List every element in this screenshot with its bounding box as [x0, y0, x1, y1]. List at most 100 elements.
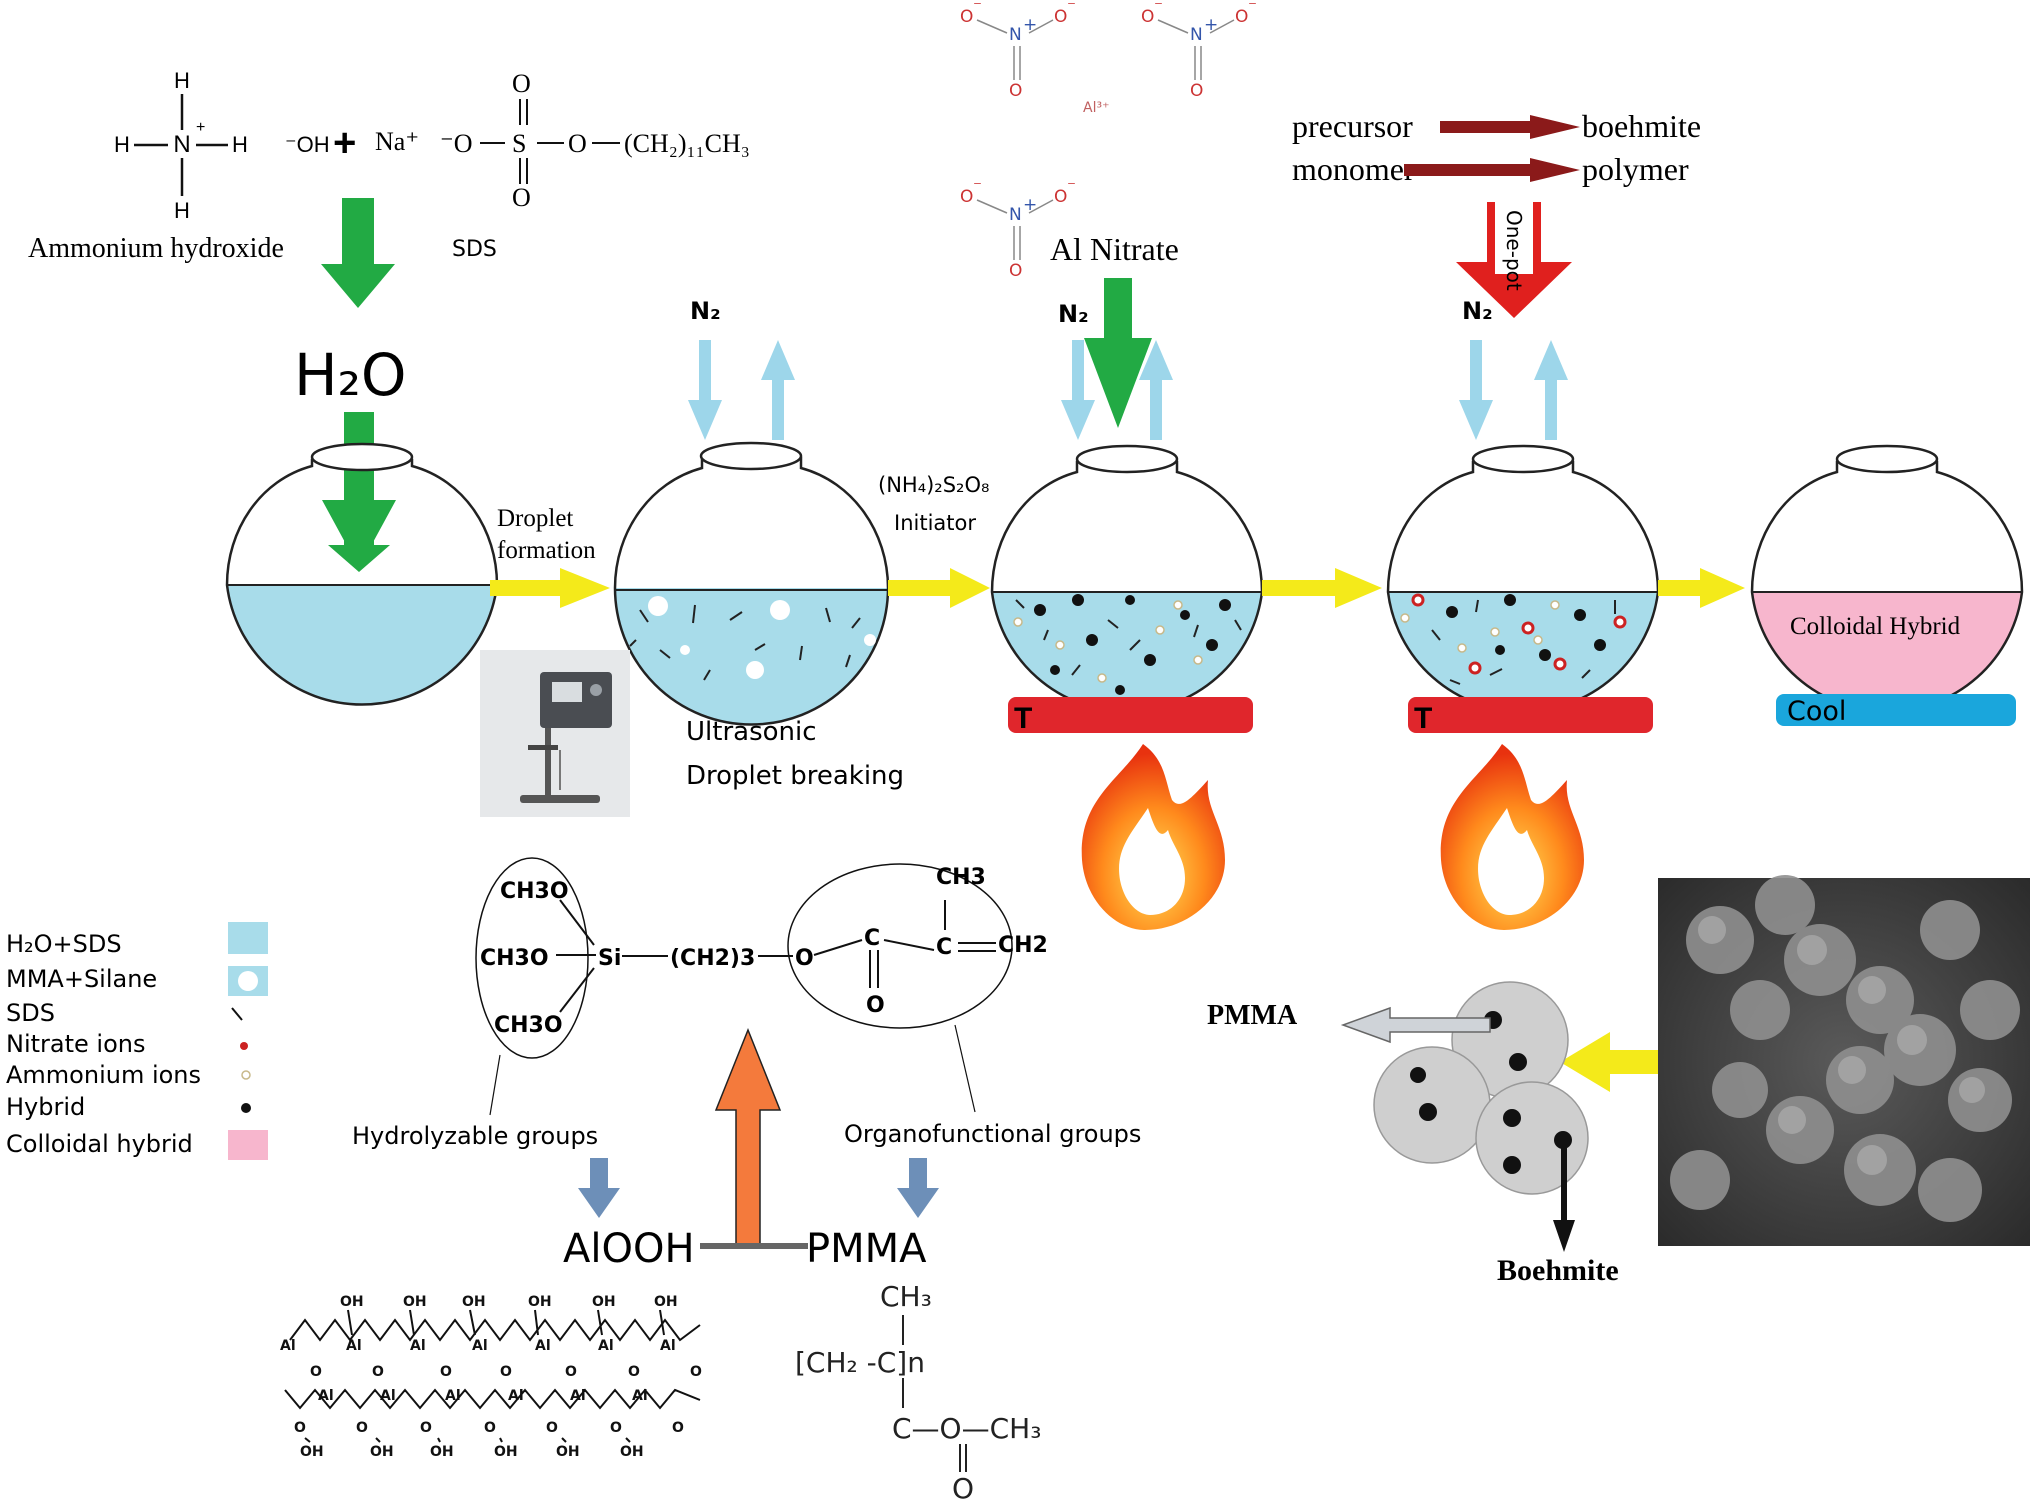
heater-1: T — [1008, 697, 1253, 735]
svg-text:OH: OH — [620, 1444, 644, 1460]
svg-text:S: S — [512, 129, 526, 158]
green-down-arrow-1 — [321, 198, 395, 308]
slate-arrow-left — [578, 1158, 620, 1218]
orange-up-arrow — [714, 1027, 782, 1246]
green-down-arrow-2 — [322, 412, 396, 568]
svg-text:Al: Al — [598, 1338, 614, 1354]
svg-text:OH: OH — [403, 1294, 427, 1310]
cooling-plate: Cool — [1776, 694, 2016, 727]
silane-structure: CH3O CH3O CH3O Si (CH2)3 O C O C CH3 CH2 — [475, 857, 1048, 1059]
legend-item-nitrate: Nitrate ions — [6, 1030, 145, 1058]
legend: H₂O+SDS MMA+Silane SDS Nitrate ions Ammo… — [6, 922, 268, 1160]
pmma-pointer-arrow — [1340, 1006, 1491, 1044]
svg-text:H: H — [174, 198, 190, 223]
yellow-arrow-left — [1560, 1032, 1658, 1092]
plus-sign: + — [333, 121, 356, 165]
yellow-arrows — [490, 568, 1745, 608]
svg-text:O: O — [628, 1364, 640, 1380]
legend-item-hybrid: Hybrid — [6, 1093, 85, 1121]
svg-text:Al: Al — [318, 1388, 334, 1404]
sds-label: SDS — [452, 237, 497, 262]
polymer-label: polymer — [1582, 151, 1689, 187]
precursor-arrow — [1440, 115, 1580, 139]
pmma-structure: CH₃ [CH₂ -C]n C—O—CH₃ O — [795, 1280, 1041, 1503]
svg-text:Si: Si — [598, 946, 621, 971]
svg-text:O: O — [1054, 7, 1067, 27]
svg-text:(CH₂)₁₁CH₃: (CH₂)₁₁CH₃ — [624, 129, 750, 158]
svg-text:OH: OH — [340, 1294, 364, 1310]
svg-text:O: O — [294, 1420, 306, 1436]
pmma-result-label: PMMA — [1207, 1000, 1298, 1031]
svg-text:⁻: ⁻ — [973, 177, 982, 197]
n2-flow-1: N₂ — [688, 297, 795, 440]
svg-text:O: O — [672, 1420, 684, 1436]
svg-text:O: O — [1141, 7, 1154, 27]
alooh-pmma-link — [700, 1243, 808, 1249]
organofunctional-label: Organofunctional groups — [844, 1120, 1141, 1148]
organofunctional-pointer — [954, 1024, 976, 1113]
svg-text:O: O — [866, 993, 885, 1018]
svg-text:⁻: ⁻ — [1154, 0, 1163, 17]
cool-label: Cool — [1787, 696, 1846, 727]
svg-text:O: O — [1235, 7, 1248, 27]
ultrasonic-label: Ultrasonic Droplet breaking — [686, 717, 904, 791]
svg-text:OH: OH — [654, 1294, 678, 1310]
boehmite-pointer-arrow — [1553, 1140, 1575, 1252]
precursor-label: precursor — [1292, 108, 1413, 144]
svg-text:N: N — [1190, 25, 1203, 45]
ammonium-structure: H H H H N + — [114, 68, 248, 223]
svg-text:Al: Al — [346, 1338, 362, 1354]
svg-text:O: O — [440, 1364, 452, 1380]
svg-text:OH: OH — [430, 1444, 454, 1460]
svg-text:CH3O: CH3O — [494, 1013, 563, 1038]
slate-arrow-right — [897, 1158, 939, 1218]
flask-1-reentry-arrow — [328, 500, 390, 572]
svg-text:OH: OH — [556, 1444, 580, 1460]
svg-text:O: O — [546, 1420, 558, 1436]
svg-text:OH: OH — [592, 1294, 616, 1310]
svg-text:O: O — [568, 129, 587, 158]
svg-text:OH: OH — [300, 1444, 324, 1460]
svg-text:O: O — [500, 1364, 512, 1380]
svg-text:(NH₄)₂S₂O₈: (NH₄)₂S₂O₈ — [878, 473, 989, 497]
svg-text:O: O — [512, 183, 531, 212]
boehmite-lattice: OH OH OH OH OH OH Al Al Al Al Al Al Al O… — [280, 1294, 702, 1460]
initiator-label: (NH₄)₂S₂O₈ Initiator — [878, 473, 989, 535]
flask-4 — [1386, 444, 1660, 713]
svg-text:(CH2)3: (CH2)3 — [670, 946, 755, 971]
legend-item-h2o-sds: H₂O+SDS — [6, 930, 122, 958]
svg-text:C: C — [936, 935, 952, 960]
svg-text:⁻O: ⁻O — [440, 129, 473, 158]
svg-text:O: O — [960, 7, 973, 27]
svg-text:Al: Al — [410, 1338, 426, 1354]
svg-text:O: O — [356, 1420, 368, 1436]
boehmite-result-label: Boehmite — [1497, 1254, 1619, 1287]
svg-text:Al: Al — [660, 1338, 676, 1354]
svg-text:Al: Al — [535, 1338, 551, 1354]
svg-text:N: N — [1009, 25, 1022, 45]
svg-text:Droplet breaking: Droplet breaking — [686, 761, 904, 791]
flame-icon-2 — [1440, 744, 1584, 930]
svg-text:O: O — [795, 946, 814, 971]
sem-image — [1658, 875, 2030, 1246]
hydrolyzable-pointer — [489, 1054, 501, 1116]
svg-text:Ultrasonic: Ultrasonic — [686, 717, 817, 747]
flask-1 — [225, 442, 499, 706]
svg-text:O: O — [1054, 187, 1067, 207]
svg-text:⁻: ⁻ — [1067, 177, 1076, 197]
svg-text:Al: Al — [280, 1338, 296, 1354]
one-pot-label: One-pot — [1502, 210, 1526, 291]
pmma-link-label: PMMA — [806, 1226, 927, 1272]
svg-text:⁻: ⁻ — [973, 0, 982, 17]
svg-text:N: N — [1009, 205, 1022, 225]
nitrate-structures: O⁻ N+ O⁻ O O⁻ N+ O⁻ O O⁻ N+ O⁻ O — [960, 0, 1257, 281]
svg-text:CH₃: CH₃ — [880, 1280, 932, 1313]
n2-label-3: N₂ — [1462, 297, 1493, 325]
boehmite-product-label: boehmite — [1582, 108, 1701, 144]
svg-text:O: O — [484, 1420, 496, 1436]
svg-text:O: O — [310, 1364, 322, 1380]
alooh-label: AlOOH — [563, 1226, 695, 1272]
svg-text:CH3O: CH3O — [480, 946, 549, 971]
n2-label-2: N₂ — [1058, 300, 1089, 328]
